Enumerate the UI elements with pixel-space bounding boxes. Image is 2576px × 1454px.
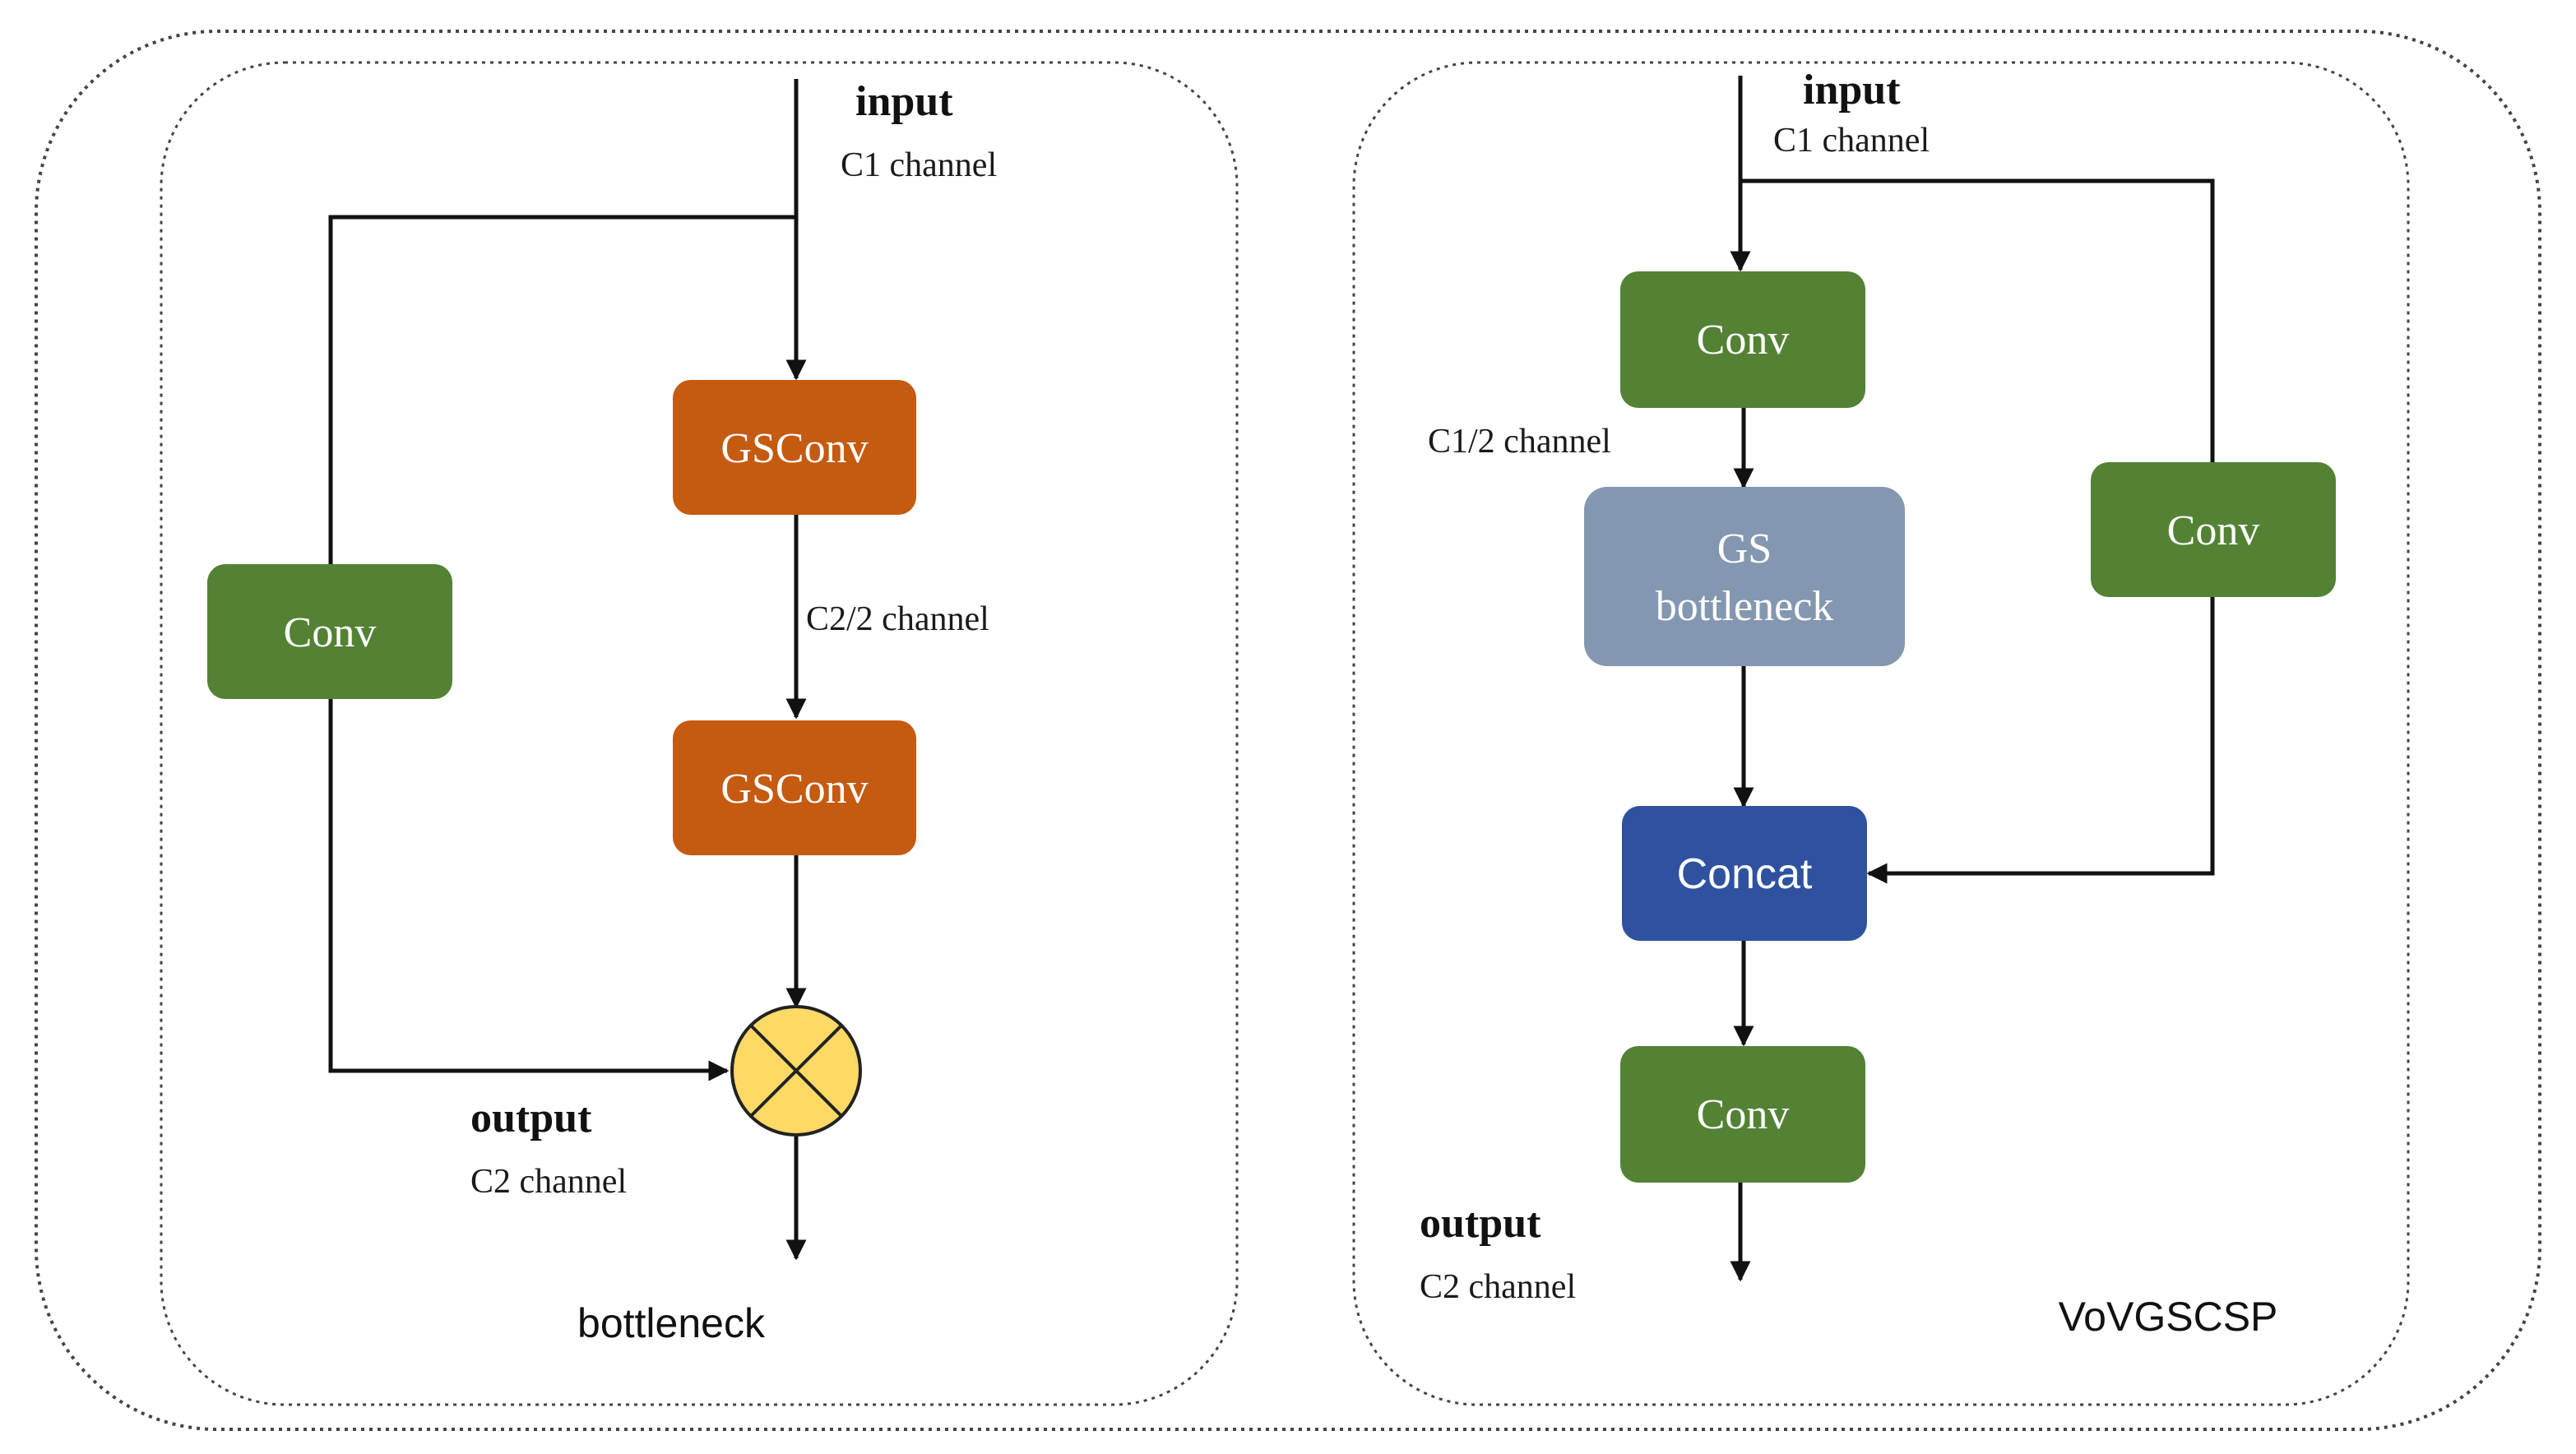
gsconv-top-label: GSConv [720, 425, 868, 472]
vovgscsp-panel: Conv GS bottleneck Conv Concat Conv inpu… [1420, 67, 2336, 1340]
conv-top-label: Conv [1697, 317, 1790, 364]
gs-bottleneck-label-line2: bottleneck [1656, 583, 1834, 630]
vovgscsp-half-channel: C1/2 channel [1428, 423, 1611, 461]
edge-input-branch-to-conv-side [1740, 178, 2215, 462]
outer-frame [35, 30, 2541, 1431]
gsconv-top-node: GSConv [673, 380, 916, 515]
bottleneck-caption: bottleneck [577, 1300, 766, 1346]
bottleneck-input-channel: C1 channel [841, 146, 997, 184]
edge-input-branch-to-conv [328, 215, 796, 564]
vovgscsp-input-channel: C1 channel [1773, 122, 1930, 160]
conv-top-node: Conv [1620, 271, 1865, 408]
vovgscsp-input-label: input [1803, 67, 1901, 113]
bottleneck-output-label: output [470, 1095, 592, 1141]
gsconv-bottom-label: GSConv [720, 766, 868, 813]
conv-shortcut-node: Conv [207, 564, 452, 699]
conv-shortcut-label: Conv [284, 609, 377, 656]
vovgscsp-output-channel: C2 channel [1420, 1268, 1576, 1306]
bottleneck-panel-frame [160, 61, 1239, 1406]
bottleneck-panel: GSConv GSConv Conv input C1 channel C2/2… [207, 78, 997, 1346]
concat-label: Concat [1677, 850, 1813, 898]
conv-bottom-label: Conv [1697, 1091, 1790, 1138]
vovgscsp-panel-frame [1352, 61, 2410, 1406]
gs-bottleneck-node: GS bottleneck [1584, 487, 1905, 666]
vovgscsp-output-label: output [1420, 1200, 1541, 1247]
edge-conv-side-to-concat [1866, 597, 2215, 884]
vovgscsp-caption: VoVGSCSP [2059, 1294, 2278, 1340]
concat-node: Concat [1622, 806, 1867, 941]
bottleneck-output-channel: C2 channel [470, 1163, 627, 1201]
gsconv-bottom-node: GSConv [673, 720, 916, 855]
multiply-node [730, 1005, 862, 1137]
conv-side-node: Conv [2091, 462, 2336, 597]
gs-bottleneck-label-line1: GS [1717, 526, 1772, 572]
conv-side-label: Conv [2167, 507, 2260, 554]
edge-conv-to-multiply [328, 697, 730, 1081]
bottleneck-input-label: input [855, 78, 953, 125]
conv-bottom-node: Conv [1620, 1046, 1865, 1183]
bottleneck-mid-channel: C2/2 channel [806, 600, 989, 638]
